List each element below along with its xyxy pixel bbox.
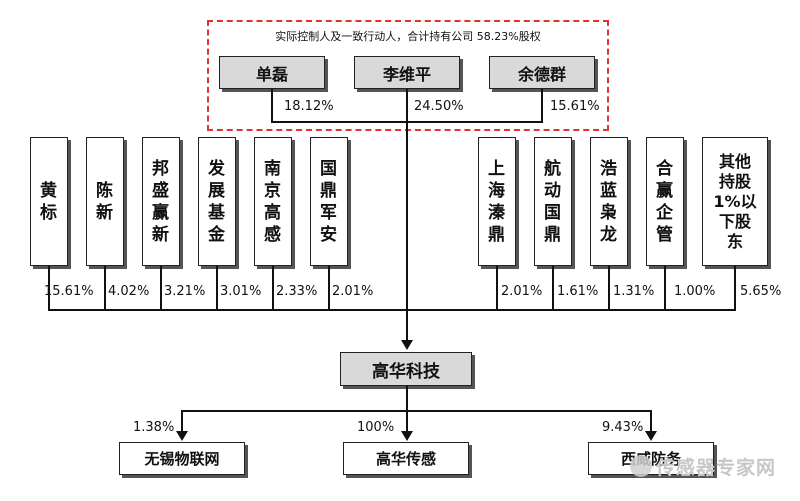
- holder-box-bangshengyingxin: 邦盛赢新: [142, 137, 180, 266]
- connector-line: [272, 266, 274, 310]
- arrow-head-icon: [401, 431, 413, 441]
- subsidiary-name: 高华传感: [375, 450, 436, 468]
- connector-line: [406, 89, 408, 122]
- holder-name: 黄标: [40, 180, 58, 223]
- holder-name: 上海溱鼎: [488, 158, 506, 245]
- holder-share: 2.33%: [276, 284, 318, 299]
- holder-share: 5.65%: [740, 284, 782, 299]
- arrow-head-icon: [176, 431, 188, 441]
- holder-name: 南京高感: [264, 158, 282, 245]
- connector-line: [608, 266, 610, 310]
- connector-line: [271, 89, 273, 122]
- controller-name: 李维平: [382, 64, 431, 84]
- connector-line: [181, 410, 183, 434]
- connector-line: [552, 266, 554, 310]
- subsidiary-box-wuxi-iot: 无锡物联网: [119, 442, 245, 475]
- subsidiary-share: 1.38%: [133, 420, 175, 435]
- connector-line: [328, 266, 330, 310]
- holder-box-chenxin: 陈新: [86, 137, 124, 266]
- connector-line: [406, 386, 408, 411]
- holder-name: 浩蓝枭龙: [600, 158, 618, 245]
- arrow-head-icon: [401, 340, 413, 350]
- controller-share: 24.50%: [414, 99, 464, 114]
- connector-line: [160, 266, 162, 310]
- connector-line: [104, 266, 106, 310]
- controller-name: 单磊: [255, 64, 288, 84]
- controller-group-box: [207, 20, 609, 131]
- subsidiary-box-gaohua-sensing: 高华传感: [343, 442, 469, 475]
- controller-share: 15.61%: [550, 99, 600, 114]
- holder-share: 1.00%: [674, 284, 716, 299]
- connector-line: [216, 266, 218, 310]
- subsidiary-share: 9.43%: [602, 420, 644, 435]
- holder-share: 3.21%: [164, 284, 206, 299]
- holder-name: 航动国鼎: [544, 158, 562, 245]
- holder-share: 2.01%: [332, 284, 374, 299]
- holder-box-others: 其他持股1%以下股东: [702, 137, 768, 266]
- holder-share: 2.01%: [501, 284, 543, 299]
- holder-share: 1.61%: [557, 284, 599, 299]
- holder-box-heyingqiguan: 合赢企管: [646, 137, 684, 266]
- trunk-line: [406, 121, 408, 343]
- holder-box-hangdongguoding: 航动国鼎: [534, 137, 572, 266]
- connector-line: [541, 89, 543, 122]
- holder-share: 15.61%: [44, 284, 94, 299]
- holder-name: 邦盛赢新: [152, 158, 170, 245]
- connector-line: [650, 410, 652, 434]
- holder-box-shanghaiqinding: 上海溱鼎: [478, 137, 516, 266]
- connector-line: [406, 410, 408, 434]
- controller-box-liweiping: 李维平: [354, 56, 460, 89]
- connector-line: [496, 266, 498, 310]
- holder-name: 国鼎军安: [320, 158, 338, 245]
- holders-bus-line: [48, 309, 736, 311]
- holder-box-fazhanjijin: 发展基金: [198, 137, 236, 266]
- controller-share: 18.12%: [284, 99, 334, 114]
- watermark-logo-icon: [630, 455, 652, 477]
- holder-box-nanjinggaogan: 南京高感: [254, 137, 292, 266]
- subsidiary-bus-line: [181, 410, 652, 412]
- controller-box-shanlei: 单磊: [219, 56, 325, 89]
- holder-share: 3.01%: [220, 284, 262, 299]
- holder-box-guodingjunan: 国鼎军安: [310, 137, 348, 266]
- holder-name: 陈新: [96, 180, 114, 223]
- connector-line: [664, 266, 666, 310]
- company-name: 高华科技: [372, 361, 440, 382]
- holder-name: 合赢企管: [656, 158, 674, 245]
- arrow-head-icon: [645, 431, 657, 441]
- company-box: 高华科技: [340, 352, 472, 386]
- holder-box-haolanxiaolong: 浩蓝枭龙: [590, 137, 628, 266]
- holder-name: 其他持股1%以下股东: [713, 151, 757, 251]
- holder-box-huangbiao: 黄标: [30, 137, 68, 266]
- subsidiary-name: 无锡物联网: [144, 450, 220, 468]
- holder-name: 发展基金: [208, 158, 226, 245]
- controller-group-note: 实际控制人及一致行动人，合计持有公司 58.23%股权: [275, 30, 541, 43]
- holder-share: 1.31%: [613, 284, 655, 299]
- watermark-text: 传感器专家网: [656, 457, 777, 479]
- controller-box-yudequn: 余德群: [489, 56, 595, 89]
- connector-line: [48, 266, 50, 310]
- subsidiary-share: 100%: [357, 420, 395, 435]
- holder-share: 4.02%: [108, 284, 150, 299]
- connector-line: [734, 266, 736, 310]
- controller-name: 余德群: [517, 64, 566, 84]
